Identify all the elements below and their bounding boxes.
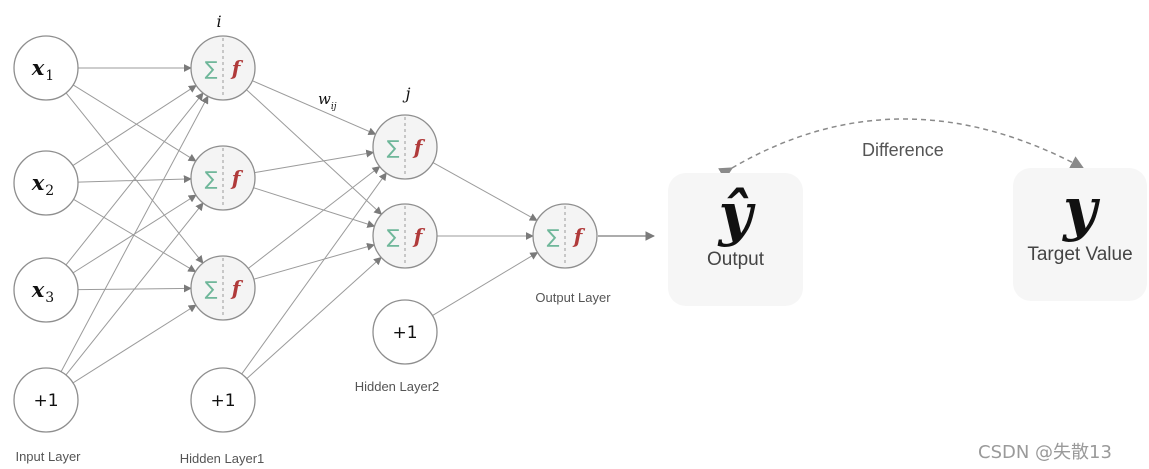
output-box-label: Output: [706, 249, 765, 270]
target-box: y Target Value: [1013, 168, 1147, 301]
hidden1-neuron-2: ∑f: [190, 145, 256, 211]
edge-l1-l2-3-1: [246, 256, 382, 379]
edge-l1-l2-2-1: [253, 242, 376, 280]
hidden1-bias-node: +1: [190, 367, 256, 433]
difference-label: Difference: [862, 140, 944, 160]
input-node-1-base: x: [31, 55, 45, 80]
edge-l1-l2-0-1: [246, 89, 383, 215]
edge-l0-l1-1-0: [72, 84, 197, 166]
hidden1-neuron-3-activation-symbol: f: [230, 276, 244, 300]
input-node-1-circle: [13, 35, 79, 101]
output-neuron-activation-symbol: f: [572, 224, 586, 248]
hidden2-bias-node-label: +1: [392, 323, 417, 343]
weight-label: wij: [318, 90, 337, 112]
y-hat-symbol: ŷ: [718, 180, 753, 248]
hidden1-neuron-3: ∑f: [190, 255, 256, 321]
hidden1-neuron-1: ∑f: [190, 35, 256, 101]
index-j-label: j: [403, 84, 411, 103]
input-bias-node-label: +1: [33, 391, 58, 411]
input-node-2-circle: [13, 150, 79, 216]
difference-arrow: [718, 118, 1085, 180]
edge-l0-l1-0-1: [72, 84, 197, 162]
edge-l0-l1-1-2: [73, 198, 197, 273]
edge-l1-l2-2-0: [247, 166, 381, 269]
edge-l2-l3-0-0: [432, 162, 538, 221]
input-node-2-label: x2: [31, 170, 54, 199]
edge-l0-l1-3-1: [65, 202, 204, 376]
input-bias-node: +1: [13, 367, 79, 433]
hidden-layer2-label: Hidden Layer2: [355, 379, 440, 394]
output-box: ŷ Output: [668, 173, 803, 306]
hidden2-neuron-2: ∑f: [372, 203, 438, 269]
hidden2-neuron-2-sum-symbol: ∑: [387, 226, 400, 248]
hidden2-bias-node: +1: [372, 299, 438, 365]
index-i-label: i: [216, 12, 221, 31]
connection-edges: [60, 64, 539, 384]
input-node-2: x2: [13, 150, 79, 216]
hidden1-bias-node-circle: [190, 367, 256, 433]
input-layer-label: Input Layer: [15, 449, 81, 464]
edge-l0-l1-0-2: [65, 92, 204, 264]
hidden1-neuron-3-sum-symbol: ∑: [205, 278, 218, 300]
input-node-1-sub: 1: [45, 68, 54, 84]
input-node-2-base: x: [31, 170, 45, 195]
hidden1-neuron-1-activation-symbol: f: [230, 56, 244, 80]
hidden1-neuron-1-sum-symbol: ∑: [205, 58, 218, 80]
hidden1-neuron-2-sum-symbol: ∑: [205, 168, 218, 190]
watermark: CSDN @失散13: [978, 442, 1112, 463]
edge-l1-l2-1-1: [253, 187, 376, 228]
output-neuron-sum-symbol: ∑: [547, 226, 560, 248]
target-box-label: Target Value: [1027, 244, 1133, 265]
input-node-3-base: x: [31, 277, 45, 302]
hidden2-bias-node-circle: [372, 299, 438, 365]
weight-sub: ij: [331, 102, 337, 112]
hidden2-neuron-2-activation-symbol: f: [412, 224, 426, 248]
input-bias-node-circle: [13, 367, 79, 433]
input-node-2-sub: 2: [45, 183, 54, 199]
edge-l1-l2-3-0: [241, 172, 387, 375]
input-node-1: x1: [13, 35, 79, 101]
edge-l2-l3-2-0: [432, 252, 539, 316]
edge-l0-l1-2-0: [65, 92, 204, 266]
input-node-3-label: x3: [31, 277, 54, 306]
input-node-3-circle: [13, 257, 79, 323]
input-node-3-sub: 3: [45, 290, 54, 306]
edge-l0-l1-3-2: [72, 304, 197, 384]
edge-l0-l1-1-1: [77, 175, 192, 184]
edge-l0-l1-3-0: [60, 95, 209, 372]
output-layer-label: Output Layer: [535, 290, 611, 305]
edge-l1-l2-1-0: [254, 149, 375, 174]
weight-base: w: [318, 90, 331, 108]
hidden1-bias-node-label: +1: [210, 391, 235, 411]
hidden-layer1-label: Hidden Layer1: [180, 451, 265, 466]
hidden2-neuron-1: ∑f: [372, 114, 438, 180]
hidden2-neuron-1-sum-symbol: ∑: [387, 137, 400, 159]
y-target-symbol: y: [1063, 175, 1097, 243]
hidden1-neuron-2-activation-symbol: f: [230, 166, 244, 190]
input-node-1-label: x1: [31, 55, 54, 84]
input-node-3: x3: [13, 257, 79, 323]
hidden2-neuron-1-activation-symbol: f: [412, 135, 426, 159]
edge-l1-l2-0-0: [252, 80, 377, 136]
output-neuron: ∑f: [532, 203, 598, 269]
